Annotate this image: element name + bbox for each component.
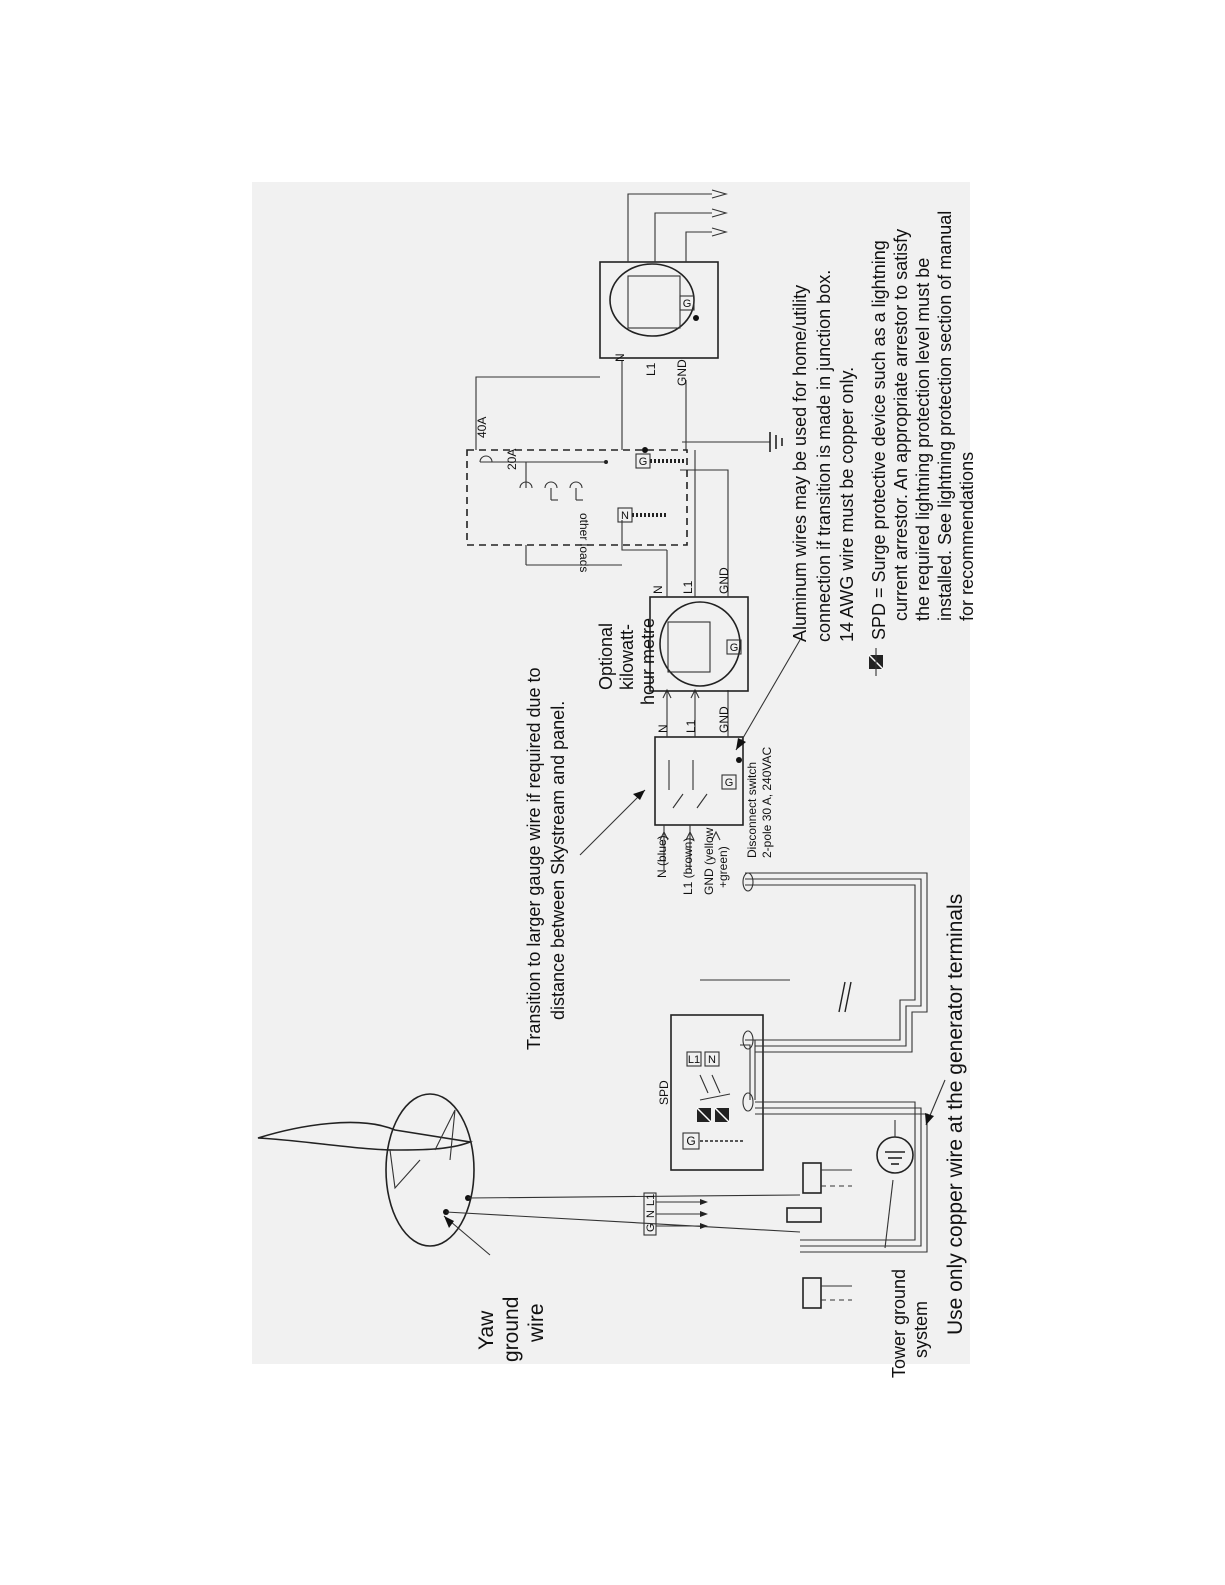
wire-gnd-label-1: GND (yellow (702, 827, 716, 895)
tower-n-label: N (645, 1210, 657, 1218)
spd-note-3: the required lightning protection level … (913, 258, 933, 621)
aluminum-note-1: Aluminum wires may be used for home/util… (790, 285, 810, 642)
kwh-meter-label-2: kilowatt- (617, 624, 637, 690)
transition-note-1: Transition to larger gauge wire if requi… (524, 667, 544, 1050)
copper-wire-note: Use only copper wire at the generator te… (944, 894, 967, 1335)
spd-enclosure (670, 1014, 764, 1171)
spd-note-2: current arrestor. An appropriate arresto… (891, 229, 911, 621)
spd-note-1: SPD = Surge protective device such as a … (869, 240, 889, 640)
spd-note-5: for recommendations (957, 452, 977, 621)
meter-to-panel-wires (621, 450, 729, 597)
spd-n-terminal: N (708, 1054, 716, 1066)
wind-turbine (257, 1093, 475, 1247)
wire-l1-brown-label: L1 (brown) (681, 838, 695, 895)
utility-l1-label: L1 (644, 362, 658, 376)
tower-base (786, 1162, 852, 1309)
utility-gnd-label: GND (675, 359, 689, 386)
wire-n-blue-label: N (blue) (655, 835, 669, 878)
spd-note-4: installed. See lightning protection sect… (935, 211, 955, 621)
breaker-panel: N G 40A 20A other loads (466, 417, 688, 572)
tower-g-label: G (645, 1223, 657, 1232)
yaw-ground-wire-label: Yaw (475, 1310, 498, 1350)
earth-ground (682, 432, 783, 452)
switch-ground-terminal: G (725, 777, 734, 789)
utility-ground-terminal: G (683, 298, 692, 310)
meter-ground-terminal: G (730, 642, 739, 654)
spd-legend-symbol (868, 648, 884, 676)
utility-meter: G (599, 261, 719, 359)
tower-ground (876, 1120, 914, 1174)
meter-l1-label: L1 (681, 580, 695, 594)
tower-ground-label-2: system (911, 1301, 931, 1358)
wire-gnd-label-2: +green) (716, 846, 730, 888)
other-loads-label: other loads (577, 513, 591, 572)
disconnect-switch-box (654, 736, 744, 826)
tower-ground-label: Tower ground (889, 1269, 909, 1378)
aluminum-note-2: connection if transition is made in junc… (814, 270, 834, 642)
kwh-meter-label-1: Optional (596, 623, 616, 690)
aluminum-note-3: 14 AWG wire must be copper only. (837, 367, 857, 642)
main-breaker-rating: 40A (475, 417, 489, 438)
meter-gnd-label: GND (717, 567, 731, 594)
tower-l1-label: L1 (645, 1194, 657, 1206)
disconnect-switch: G (654, 736, 744, 870)
switch-gnd-label: GND (717, 706, 731, 733)
switch-l1-label: L1 (684, 719, 698, 733)
leader-lines (443, 639, 946, 1256)
panel-ground-bar-label: G (639, 456, 648, 468)
kwh-meter: G (649, 596, 749, 692)
kwh-meter-label-3: hour metre (638, 618, 658, 705)
cable-bundles (700, 872, 928, 1253)
yaw-ground-wire-label-3: wire (525, 1303, 548, 1343)
switch-n-label: N (656, 724, 670, 733)
turbine-blade (257, 1121, 473, 1151)
disconnect-switch-label-2: 2-pole 30 A, 240VAC (760, 746, 774, 858)
spd-label: SPD (657, 1080, 671, 1105)
panel-enclosure (466, 449, 688, 546)
service-arrows (627, 189, 729, 262)
spd-l1-terminal: L1 (688, 1054, 700, 1066)
panel-to-utility-wires (475, 360, 687, 450)
diagram-panel (252, 182, 970, 1364)
yaw-ground-wire-label-2: ground (500, 1297, 523, 1362)
panel-neutral-bar-label: N (621, 510, 629, 522)
nacelle (385, 1093, 475, 1247)
utility-n-label: N (613, 353, 627, 362)
spd-box: G SPD L1 N (657, 1014, 764, 1171)
switch-to-meter-wires (662, 688, 729, 737)
kwh-meter-box (649, 596, 749, 692)
tower-cables (445, 1192, 801, 1236)
meter-n-label: N (651, 585, 665, 594)
disconnect-switch-label-1: Disconnect switch (745, 762, 759, 858)
transition-note-2: distance between Skystream and panel. (548, 701, 568, 1020)
branch-breaker-rating: 20A (505, 449, 519, 470)
utility-meter-box (599, 261, 719, 359)
spd-ground-terminal: G (686, 1134, 695, 1148)
